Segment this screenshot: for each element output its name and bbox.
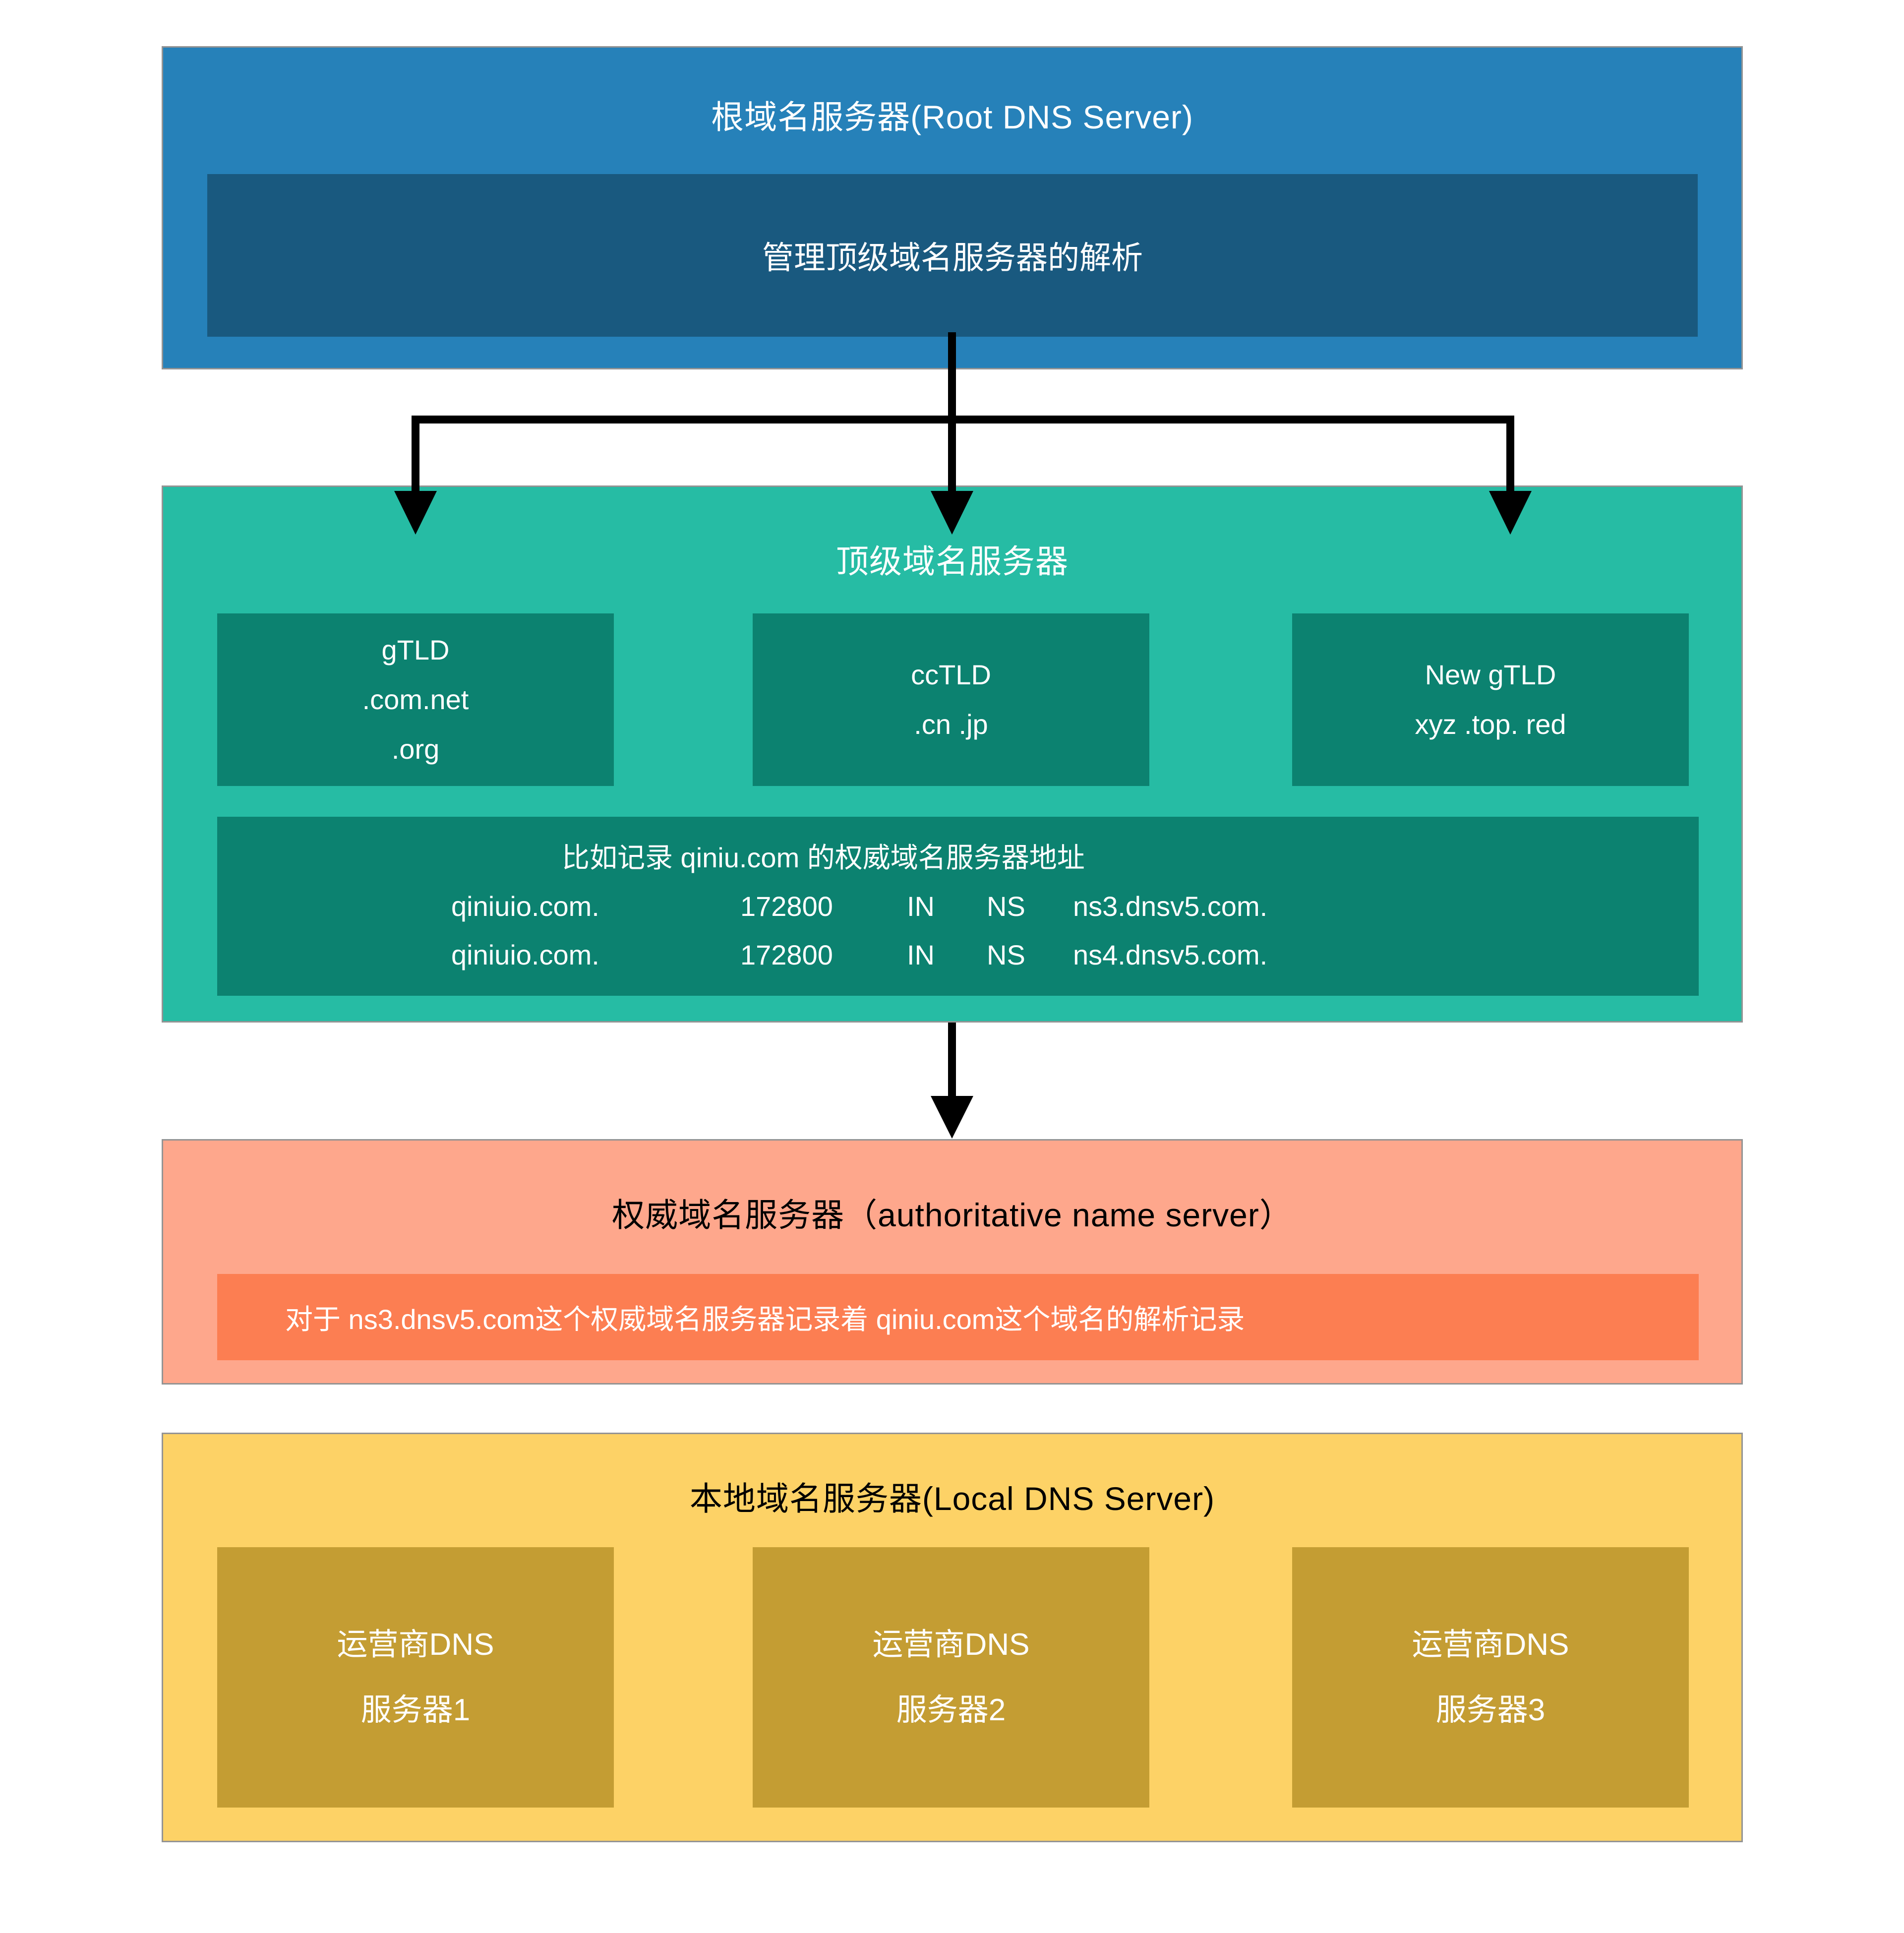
root-dns-title: 根域名服务器(Root DNS Server): [711, 99, 1193, 135]
tld-box-gtld-line: gTLD: [381, 634, 450, 665]
record-value: ns4.dnsv5.com.: [1073, 939, 1268, 970]
root-dns-detail-box: 管理顶级域名服务器的解析: [207, 174, 1698, 337]
record-class: IN: [907, 890, 935, 922]
authoritative-section: 权威域名服务器（authoritative name server） 对于 ns…: [162, 1139, 1743, 1385]
record-type: NS: [987, 890, 1025, 922]
arrow-tld-to-auth-head: [931, 1096, 973, 1139]
tld-box-new-gtld-line: xyz .top. red: [1415, 709, 1566, 740]
record-row: qiniuio.com. 172800 IN NS ns3.dnsv5.com.: [451, 882, 1267, 931]
record-type: NS: [987, 939, 1025, 970]
record-class: IN: [907, 939, 935, 970]
tld-box-new-gtld: New gTLD xyz .top. red: [1292, 613, 1689, 786]
local-dns-section: 本地域名服务器(Local DNS Server) 运营商DNS 服务器1 运营…: [162, 1433, 1743, 1842]
root-dns-section: 根域名服务器(Root DNS Server) 管理顶级域名服务器的解析: [162, 46, 1743, 369]
record-name: qiniuio.com.: [451, 939, 599, 970]
isp-dns-box-2-line: 服务器2: [896, 1692, 1006, 1727]
authoritative-detail-text: 对于 ns3.dnsv5.com这个权威域名服务器记录着 qiniu.com这个…: [285, 1303, 1245, 1335]
tld-record-box: 比如记录 qiniu.com 的权威域名服务器地址 qiniuio.com. 1…: [217, 817, 1699, 996]
isp-dns-box-3-line: 服务器3: [1435, 1692, 1546, 1727]
tld-title: 顶级域名服务器: [836, 543, 1069, 580]
tld-section: 顶级域名服务器 gTLD .com.net .org ccTLD .cn .jp…: [162, 485, 1743, 1023]
record-name: qiniuio.com.: [451, 890, 599, 922]
tld-box-gtld-line: .org: [391, 733, 440, 765]
isp-dns-box-2-line: 运营商DNS: [872, 1627, 1030, 1662]
isp-dns-box-2: 运营商DNS 服务器2: [753, 1547, 1149, 1808]
record-ttl: 172800: [740, 890, 833, 922]
record-ttl: 172800: [740, 939, 833, 970]
tld-box-cctld: ccTLD .cn .jp: [753, 613, 1149, 786]
authoritative-detail-box: 对于 ns3.dnsv5.com这个权威域名服务器记录着 qiniu.com这个…: [217, 1274, 1699, 1360]
isp-dns-box-1-line: 运营商DNS: [337, 1627, 494, 1662]
local-dns-title: 本地域名服务器(Local DNS Server): [689, 1480, 1215, 1517]
record-row: qiniuio.com. 172800 IN NS ns4.dnsv5.com.: [451, 931, 1267, 979]
tld-box-cctld-line: .cn .jp: [914, 709, 988, 740]
tld-box-gtld: gTLD .com.net .org: [217, 613, 614, 786]
tld-box-new-gtld-line: New gTLD: [1425, 659, 1556, 690]
authoritative-title: 权威域名服务器（authoritative name server）: [612, 1197, 1293, 1233]
isp-dns-box-3-line: 运营商DNS: [1412, 1627, 1569, 1662]
isp-dns-box-1: 运营商DNS 服务器1: [217, 1547, 614, 1808]
tld-box-gtld-line: .com.net: [362, 684, 469, 715]
root-dns-detail-text: 管理顶级域名服务器的解析: [762, 240, 1143, 276]
record-value: ns3.dnsv5.com.: [1073, 890, 1268, 922]
isp-dns-box-1-line: 服务器1: [360, 1692, 471, 1727]
tld-box-cctld-line: ccTLD: [911, 659, 991, 690]
isp-dns-box-3: 运营商DNS 服务器3: [1292, 1547, 1689, 1808]
record-caption: 比如记录 qiniu.com 的权威域名服务器地址: [562, 842, 1085, 873]
